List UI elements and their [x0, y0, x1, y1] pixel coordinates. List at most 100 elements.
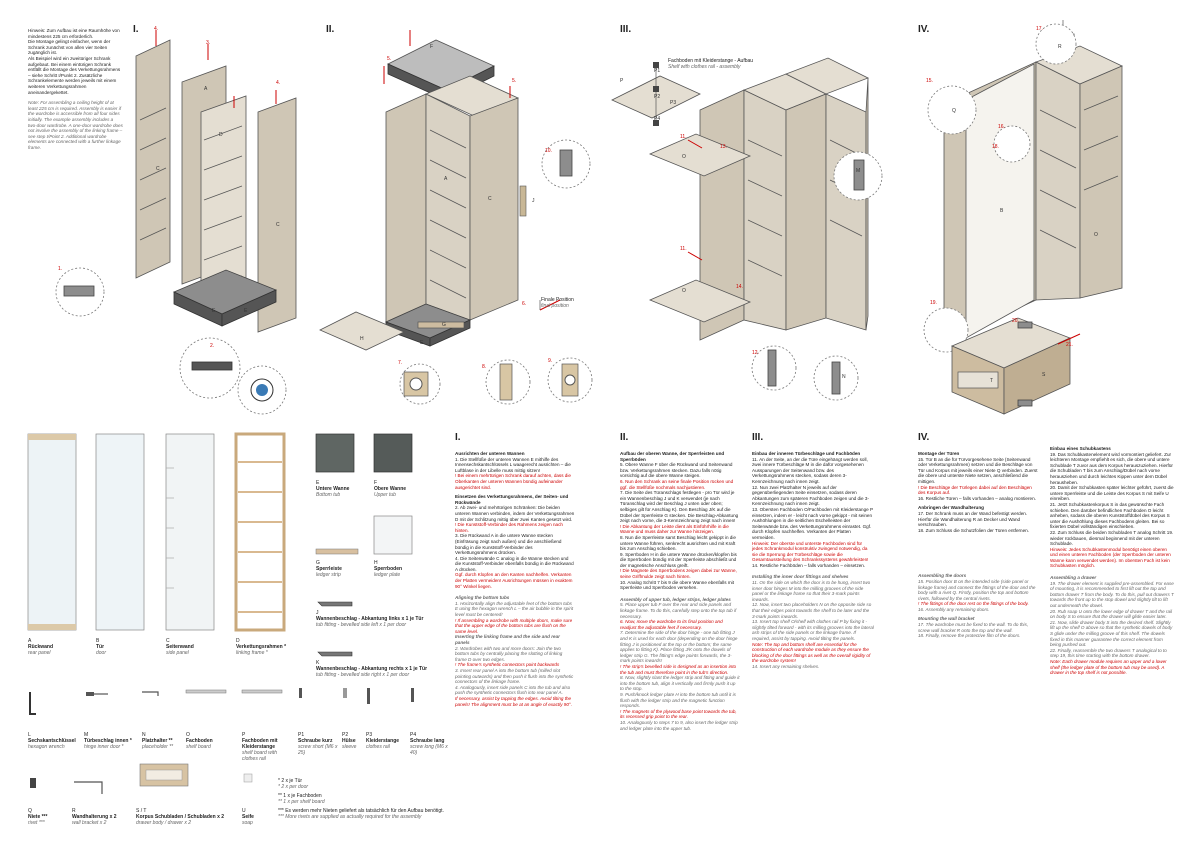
col1-en-p4-note: If necessary, assist by tapping the edge… — [455, 695, 573, 707]
col2-en-p4-note: ! The magnets of the plywood base point … — [620, 708, 737, 720]
col5-title-1: Einbau eines Schubkastens — [1050, 446, 1111, 451]
step-number-11: 11. — [680, 134, 687, 140]
col1-p2: 2. Ab zwei- und mehrtürigen Schränken: D… — [455, 505, 575, 522]
step-heading-1: I. — [133, 24, 139, 35]
col2-p1: 5. Obere Wanne F über die Rückwand und S… — [620, 462, 733, 479]
col2-en-title-1: Assembly of upper tub, ledger strips, le… — [620, 596, 731, 602]
part-marker-o: O — [682, 154, 686, 160]
col5-en-p1: 19. The drawer element is supplied pre-a… — [1050, 580, 1174, 609]
col5-en-p3: 21. Now, slide drawer body S into the de… — [1050, 619, 1173, 648]
part-r-wall-bracket — [74, 781, 103, 794]
instructions-col-2: II. Aufbau der oberen Wanne, der Sperrle… — [620, 432, 740, 731]
ledger-plate-h — [319, 311, 405, 351]
part-marker-c: C — [488, 196, 492, 202]
col4-p1: 15. Tür B an die für Türvorgesehene Seit… — [918, 456, 1038, 484]
final-position-label: Finale Position final position — [541, 297, 574, 309]
col5-p4-note: Hinweis: Jedes Schubkastenmodul benötigt… — [1050, 546, 1171, 569]
step-heading-2: II. — [326, 24, 335, 35]
col1-en-p4: 4. Analogously, insert side panels C int… — [455, 684, 571, 696]
side-panel-c-right — [257, 97, 297, 333]
part-marker-o: O — [682, 288, 686, 294]
col3-p2: 12. Nun zwei Platzhalter N jeweils auf d… — [752, 484, 869, 507]
footnote-2: ** 1 x je Fachboden — [278, 793, 322, 799]
col3-p3-note: Hinweis: Der oberste und unterste Fachbo… — [752, 540, 869, 563]
col4-title-2: Anbringen der Wandhalterung — [918, 505, 984, 511]
part-m-hinge — [86, 692, 94, 696]
col1-p1: 1. Die Stellfüße der unteren Wannen E mi… — [455, 456, 571, 473]
part-f-upper-tub — [373, 433, 413, 473]
part-marker-r: R — [1058, 44, 1062, 50]
col4-en-title-1: Assembling the doors — [918, 573, 967, 579]
col2-p1-note: 6. Nun den Schrank an seine finale Posit… — [620, 478, 734, 490]
part-marker-a: A — [204, 86, 208, 92]
col1-title-1: Ausrichten der unteren Wannen — [455, 451, 525, 456]
part-o-shelf-board — [185, 689, 227, 694]
step-number-3: 3. — [206, 40, 210, 46]
step1-exploded-view — [55, 30, 297, 415]
col4-p2: 16. Restliche Türen – falls vorhanden – … — [918, 495, 1036, 501]
col2-en-p3: 8. Now, slightly slant the ledger strip … — [620, 675, 740, 692]
col1-en-p3: 3. Insert rear panel A into the bottom t… — [455, 667, 574, 685]
part-marker-o: O — [1094, 232, 1098, 238]
col5-p1: 19. Das Schubkastenelement wird vormonti… — [1050, 451, 1173, 485]
col5-en-title-1: Assembling a drawer — [1050, 575, 1097, 581]
step-number-1: 1. — [58, 266, 62, 272]
part-marker-d: D — [219, 132, 223, 138]
footnote-3: *** Es werden mehr Nieten geliefert als … — [278, 808, 444, 814]
part-e-bottom-tub — [315, 433, 355, 473]
part-marker-q: Q — [952, 108, 956, 114]
step4-exploded-view — [923, 20, 1123, 415]
part-p1-screw — [299, 688, 302, 698]
col3-heading: III. — [752, 432, 764, 443]
step-number-16: 16. — [998, 124, 1005, 130]
col5-en-p4: 22. Finally, reassemble the two drawers … — [1050, 647, 1167, 659]
part-c-side-panel — [165, 433, 215, 631]
assembly-diagram: 1.2.3.4.4.5.5.6.7.8.9.10.11.11.12.13.14.… — [55, 20, 1123, 415]
part-b-door — [95, 433, 145, 631]
col4-en-title-2: Mounting the wall bracket — [918, 616, 975, 622]
part-marker-f: F — [430, 44, 433, 50]
part-marker-e: E — [212, 308, 216, 314]
part-d-linking-frame — [234, 432, 286, 632]
step3-exploded-view — [611, 57, 883, 401]
part-marker-s: S — [1042, 372, 1046, 378]
part-p-shelf-rail — [241, 689, 283, 694]
col3-en-p1: 11. On the side on which the door is to … — [752, 580, 871, 602]
col1-title-2: Einsetzen des Verkettungsrahmens, der Se… — [455, 494, 569, 505]
shelf-o-lower — [648, 279, 752, 323]
step-number-18: 18. — [992, 144, 999, 150]
col2-en-p1: 5. Place upper tub F over the rear and s… — [620, 602, 737, 619]
part-marker-c: C — [156, 166, 160, 172]
step-number-10: 10. — [545, 148, 552, 154]
intro-note: Hinweis: Zum Aufbau ist eine Raumhöhe vo… — [28, 28, 123, 150]
col2-en-p4: 9. Push/knock ledger plate H into the bo… — [620, 691, 736, 709]
col2-heading: II. — [620, 432, 629, 443]
col1-p2-note: ! Die Kunststoff-Verbinder des Rahmens z… — [455, 522, 563, 533]
step-number-20: 20. — [1012, 318, 1019, 324]
detail-circle-15 — [927, 85, 977, 135]
step-number-17: 17. — [1036, 26, 1043, 32]
col1-p4: 4. Die Seitenwände C analog in die Wanne… — [455, 555, 574, 572]
part-marker-n: N — [842, 374, 846, 380]
footnote-1-en: * 2 x per door — [278, 784, 309, 790]
final-position-text: Finale Position — [541, 297, 574, 303]
part-marker-e: E — [420, 340, 424, 346]
step-number-15: 15. — [926, 78, 933, 84]
instructions-col-1: I. Ausrichten der unteren Wannen 1. Die … — [455, 432, 575, 707]
part-marker-b: B — [1000, 208, 1004, 214]
part-g-ledger-strip — [315, 548, 359, 555]
